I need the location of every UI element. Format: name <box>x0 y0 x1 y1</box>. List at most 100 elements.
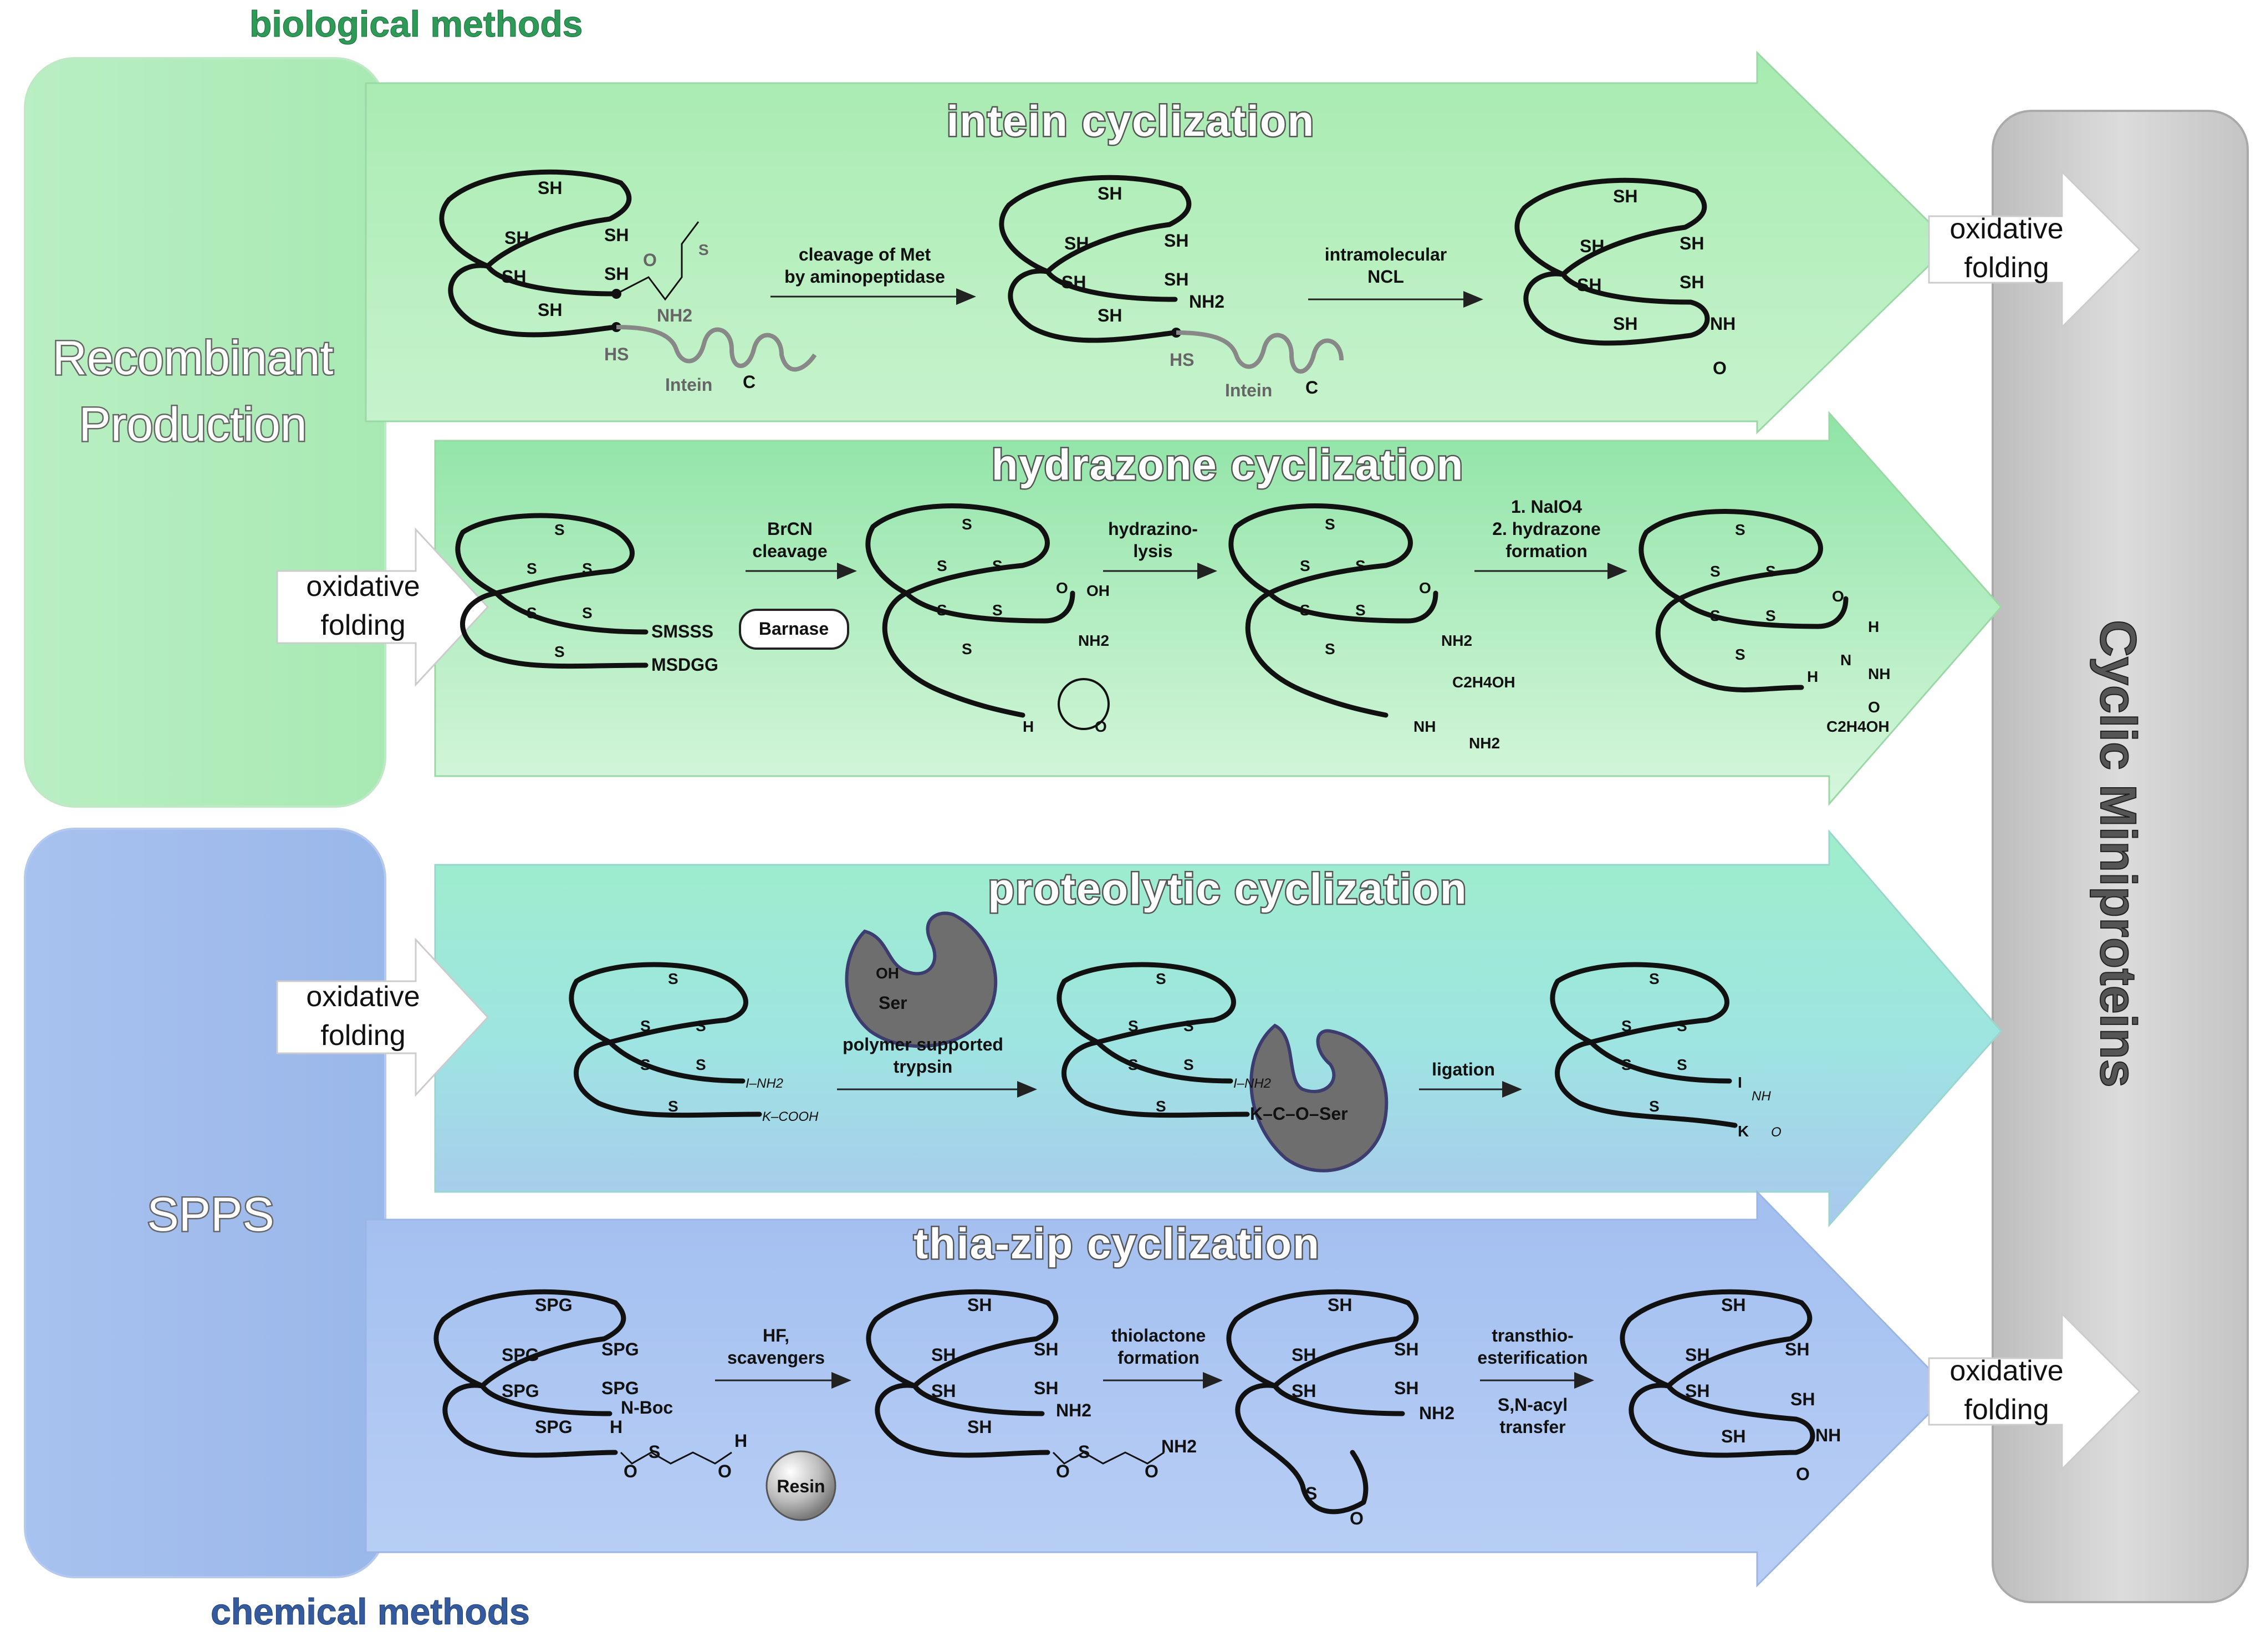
s-label: S <box>696 1017 706 1034</box>
sh-label: SH <box>1394 1378 1418 1398</box>
thiazip-molecule-1: SPG SPG SPG SPG SPG SPG N-Boc H O S O H … <box>433 1289 836 1521</box>
s-label: S <box>668 1098 678 1115</box>
nh-label: NH <box>1413 718 1436 735</box>
thiazip-molecule-2: SH SH SH SH SH SH NH2 O S O NH2 <box>866 1289 1197 1481</box>
s-label: S <box>649 1442 660 1462</box>
sh-label: SH <box>502 267 526 287</box>
o-label: O <box>1832 588 1844 605</box>
o-label: O <box>1868 698 1880 716</box>
s-label: S <box>1735 521 1745 538</box>
biological-methods-header: biological methods <box>249 3 583 44</box>
oxidative-folding-arrow-top-right: oxidative folding <box>1928 170 2141 329</box>
s-label: S <box>527 604 537 621</box>
o-label: O <box>1713 358 1727 378</box>
proteolytic-row-arrow <box>434 829 2002 1227</box>
oxidative-folding-text-4: folding <box>320 609 405 641</box>
s-label: S <box>1710 563 1721 580</box>
resin-bead <box>765 1450 836 1521</box>
thiazip-molecule-4: SH SH SH SH SH SH NH O <box>1620 1289 1841 1484</box>
o-label: O <box>1771 1125 1782 1140</box>
s-label: S <box>1677 1017 1687 1034</box>
o-label: O <box>624 1461 637 1481</box>
spps-label: SPPS <box>147 1188 274 1241</box>
nboc-label: N-Boc <box>621 1398 673 1418</box>
i-label: I <box>1738 1074 1742 1091</box>
sh-label: SH <box>1061 272 1086 292</box>
s-label: S <box>1156 1098 1166 1115</box>
ser-label: Ser <box>879 993 907 1013</box>
c2h4oh-label: C2H4OH <box>1826 718 1890 735</box>
proteolytic-step1-label-1: polymer supported <box>843 1034 1003 1054</box>
recombinant-label-line2: Production <box>79 398 307 451</box>
intein-molecule-3: SH SH SH SH SH SH NH O <box>1514 177 1736 378</box>
sh-label: SH <box>538 178 562 198</box>
s-label: S <box>1325 516 1335 533</box>
sh-label: SH <box>1292 1345 1316 1365</box>
h-label: H <box>734 1431 747 1451</box>
i-nh2-label: I–NH2 <box>746 1076 783 1091</box>
sh-label: SH <box>1613 314 1637 334</box>
barnase-label: Barnase <box>759 619 829 639</box>
c2h4oh-label: C2H4OH <box>1452 674 1515 691</box>
o-label: O <box>1796 1464 1810 1484</box>
s-label: S <box>1128 1017 1139 1034</box>
hydrazone-step3-label-2: 2. hydrazone <box>1492 519 1601 539</box>
h-label: H <box>1868 618 1879 635</box>
s-label: S <box>640 1017 651 1034</box>
c-label: C <box>1305 378 1318 397</box>
hs-label: HS <box>604 344 629 364</box>
s-label: S <box>1156 970 1166 987</box>
hydrazone-row-arrow <box>434 411 2002 806</box>
s-label: S <box>582 560 593 577</box>
hydrazone-step3-label-1: 1. NaIO4 <box>1511 497 1582 517</box>
proteolytic-step2-label: ligation <box>1432 1059 1495 1079</box>
trypsin-enzyme-icon: OH Ser <box>845 911 998 1048</box>
spg-label: SPG <box>601 1339 639 1359</box>
spg-label: SPG <box>535 1295 573 1315</box>
sh-label: SH <box>604 264 629 284</box>
sh-label: SH <box>967 1417 992 1437</box>
s-label: S <box>1325 640 1335 657</box>
sh-label: SH <box>1680 233 1704 253</box>
oxidative-folding-text-6: folding <box>320 1019 405 1052</box>
thiazip-row-title: thia-zip cyclization <box>913 1219 1320 1268</box>
thiazip-step2-label-2: formation <box>1117 1348 1200 1368</box>
oxidative-folding-arrow-proteolytic: oxidative folding <box>276 937 489 1097</box>
s-label: S <box>937 557 947 574</box>
smsss-label: SMSSS <box>651 621 713 641</box>
sh-label: SH <box>1685 1345 1709 1365</box>
intein-step1-label-1: cleavage of Met <box>799 244 931 264</box>
intein-step2-label-2: NCL <box>1367 267 1404 287</box>
intein-label: Intein <box>1225 380 1272 400</box>
spg-label: SPG <box>601 1378 639 1398</box>
s-label: S <box>1765 563 1776 580</box>
thiazip-step3-label-4: transfer <box>1499 1417 1565 1437</box>
oxidative-folding-text-8: folding <box>1964 1394 2049 1426</box>
h-label: H <box>1023 718 1034 735</box>
s-label: S <box>992 557 1003 574</box>
oxidative-folding-text-1: oxidative <box>1949 213 2063 245</box>
intein-label: Intein <box>665 375 712 395</box>
sh-label: SH <box>1394 1339 1418 1359</box>
spg-label: SPG <box>535 1417 573 1437</box>
intein-molecule-1: SH SH SH SH SH SH O NH2 S HS Intein C <box>439 169 817 395</box>
thiazip-row-arrow <box>365 1190 1953 1588</box>
proteolytic-row-title: proteolytic cyclization <box>988 864 1467 913</box>
sh-label: SH <box>1685 1381 1709 1401</box>
nh2-label: NH2 <box>1056 1400 1091 1420</box>
chemical-methods-header: chemical methods <box>211 1591 530 1632</box>
sh-label: SH <box>1164 231 1188 251</box>
s-label: S <box>668 970 678 987</box>
s-label: S <box>937 601 947 619</box>
sh-label: SH <box>1790 1389 1815 1409</box>
s-label: S <box>698 241 709 258</box>
sh-label: SH <box>967 1295 992 1315</box>
o-label: O <box>1145 1461 1158 1481</box>
sh-label: SH <box>1785 1339 1809 1359</box>
hydrazone-row-title: hydrazone cyclization <box>992 440 1464 489</box>
oxidative-folding-arrow-bottom-right: oxidative folding <box>1928 1312 2141 1471</box>
sh-label: SH <box>1034 1378 1058 1398</box>
hs-label: HS <box>1170 350 1194 370</box>
o-label: O <box>1056 1461 1070 1481</box>
